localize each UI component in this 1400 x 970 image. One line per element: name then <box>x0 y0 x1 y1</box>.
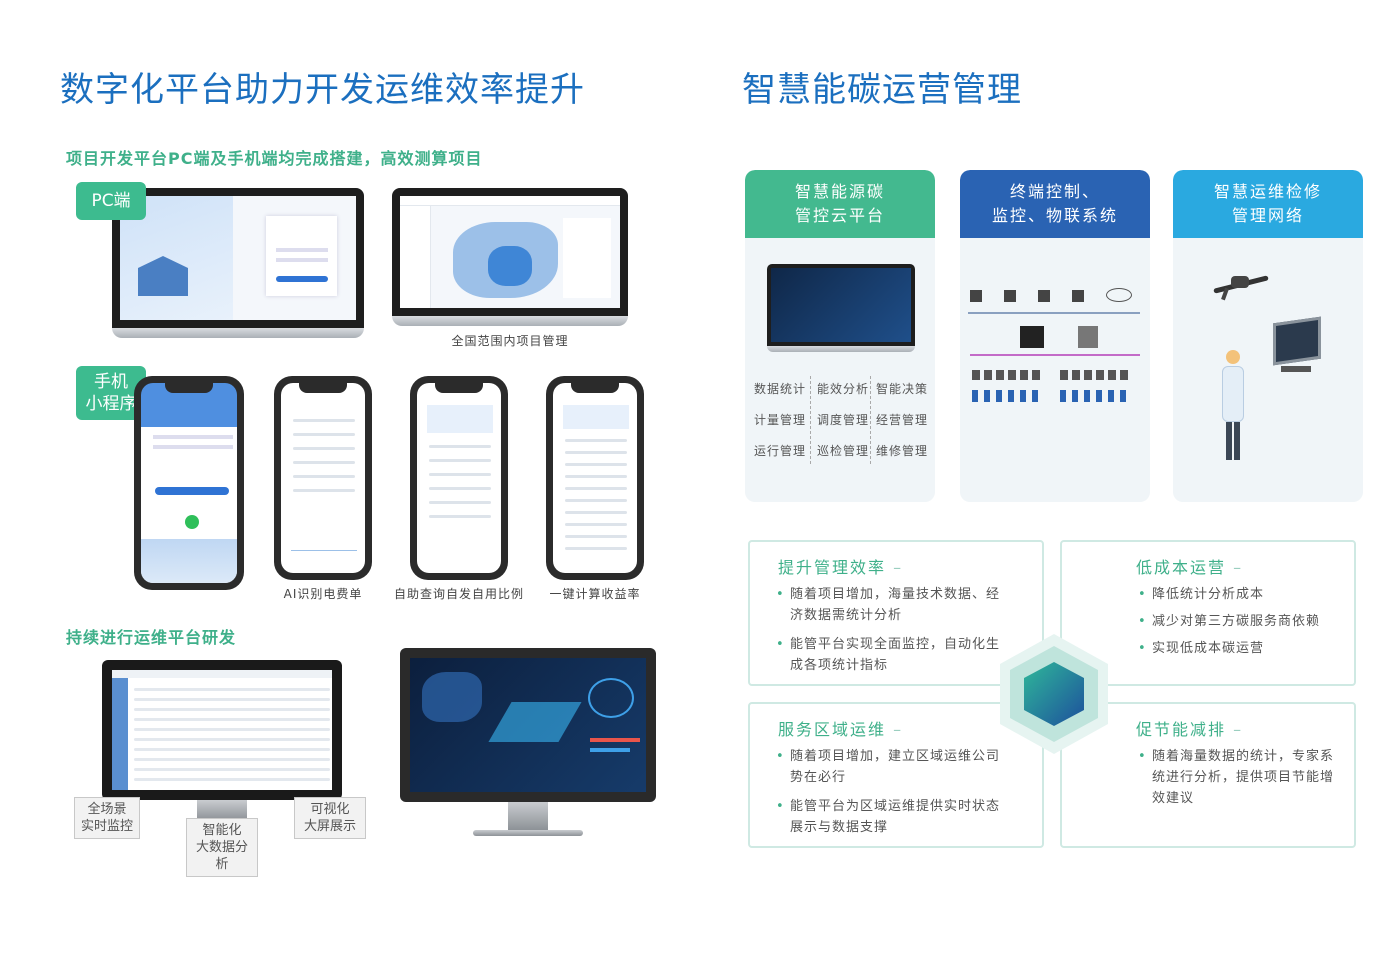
func-1-3: 智能决策 <box>876 382 929 396</box>
monitor-table <box>102 660 342 820</box>
card-2-header: 终端控制、 监控、物联系统 <box>960 170 1150 238</box>
monitor-tag-2: 智能化 大数据分析 <box>186 818 258 877</box>
benefit-1-item-1: 随着项目增加，海量技术数据、经济数据需统计分析 <box>774 584 1012 626</box>
phone-caption-1: AI识别电费单 <box>283 587 363 601</box>
center-hexagon-icon <box>996 632 1112 756</box>
func-1-1: 数据统计 <box>754 382 807 396</box>
card-2-title-line1: 终端控制、 <box>1009 182 1100 201</box>
mobile-tag-line2: 小程序 <box>85 394 137 414</box>
card-3-title-line2: 管理网络 <box>1231 206 1304 225</box>
phone-caption-2: 自助查询自发自用比例 <box>393 587 524 601</box>
benefit-2-item-2: 减少对第三方碳服务商依赖 <box>1136 611 1346 632</box>
card-1-header: 智慧能源碳 管控云平台 <box>745 170 935 238</box>
func-3-2: 巡检管理 <box>817 444 870 458</box>
benefit-3-item-2: 能管平台为区域运维提供实时状态展示与数据支撑 <box>774 796 1012 838</box>
pc-caption: 全国范围内项目管理 <box>451 334 569 348</box>
card-3-header: 智慧运维检修 管理网络 <box>1173 170 1363 238</box>
benefit-regional-ops: 服务区域运维 – 随着项目增加，建立区域运维公司势在必行 能管平台为区域运维提供… <box>748 702 1044 848</box>
workstation-monitor-icon <box>1273 316 1329 374</box>
func-2-2: 调度管理 <box>817 413 870 427</box>
benefit-energy-saving: 促节能减排 – 随着海量数据的统计，专家系统进行分析，提供项目节能增效建议 <box>1060 702 1356 848</box>
monitor-tag-3: 可视化 大屏展示 <box>294 797 366 839</box>
monitor-dashboard <box>400 648 656 836</box>
section-dev-platform-title: 项目开发平台PC端及手机端均完成搭建，高效测算项目 <box>66 149 483 168</box>
benefit-2-title: 低成本运营 – <box>1136 558 1244 577</box>
phone-self-query <box>410 376 508 580</box>
cloud-laptop <box>767 264 915 352</box>
benefit-4-item-1: 随着海量数据的统计，专家系统进行分析，提供项目节能增效建议 <box>1136 746 1336 809</box>
section-ops-platform-title: 持续进行运维平台研发 <box>66 628 237 647</box>
monitor-tag-2-line2: 大数据分析 <box>195 840 248 872</box>
phone-caption-3: 一键计算收益率 <box>549 587 641 601</box>
iot-topology-diagram <box>960 270 1150 430</box>
laptop-login <box>112 188 364 338</box>
func-2-3: 经营管理 <box>876 413 929 427</box>
monitor-tag-1: 全场景 实时监控 <box>74 797 140 839</box>
worker-icon <box>1217 350 1247 462</box>
card-3-title-line1: 智慧运维检修 <box>1213 182 1322 201</box>
card-1-title-line1: 智慧能源碳 <box>794 182 885 201</box>
card-1-title-line2: 管控云平台 <box>794 206 885 225</box>
pc-tag: PC端 <box>76 182 146 220</box>
card-2-title-line2: 监控、物联系统 <box>991 206 1118 225</box>
benefit-2-item-3: 实现低成本碳运营 <box>1136 638 1346 659</box>
mobile-tag-line1: 手机 <box>94 372 128 392</box>
func-3-3: 维修管理 <box>876 444 929 458</box>
monitor-tag-3-line1: 可视化 <box>310 802 350 817</box>
card-terminal-control: 终端控制、 监控、物联系统 <box>960 170 1150 502</box>
phone-login <box>134 376 244 590</box>
monitor-tag-1-line1: 全场景 <box>87 802 127 817</box>
monitor-tag-1-line2: 实时监控 <box>81 819 134 834</box>
benefit-efficiency: 提升管理效率 – 随着项目增加，海量技术数据、经济数据需统计分析 能管平台实现全… <box>748 540 1044 686</box>
monitor-tag-3-line2: 大屏展示 <box>303 819 356 834</box>
benefit-4-title: 促节能减排 – <box>1136 720 1244 739</box>
benefit-1-title: 提升管理效率 – <box>778 558 904 577</box>
func-3-1: 运行管理 <box>754 444 807 458</box>
drone-icon <box>1213 270 1269 301</box>
benefit-2-item-1: 降低统计分析成本 <box>1136 584 1346 605</box>
benefit-1-item-2: 能管平台实现全面监控，自动化生成各项统计指标 <box>774 634 1012 676</box>
func-2-1: 计量管理 <box>754 413 807 427</box>
card-energy-cloud: 智慧能源碳 管控云平台 数据统计 能效分析 智能决策 计量管理 调度管理 经营管… <box>745 170 935 502</box>
card-smart-maintenance: 智慧运维检修 管理网络 <box>1173 170 1363 502</box>
phone-yield-calc <box>546 376 644 580</box>
phone-ai-bill <box>274 376 372 580</box>
laptop-map <box>392 188 628 326</box>
left-main-title: 数字化平台助力开发运维效率提升 <box>60 70 585 110</box>
benefit-3-item-1: 随着项目增加，建立区域运维公司势在必行 <box>774 746 1012 788</box>
benefit-3-title: 服务区域运维 – <box>778 720 904 739</box>
right-main-title: 智慧能碳运营管理 <box>742 70 1022 110</box>
monitor-tag-2-line1: 智能化 <box>202 823 242 838</box>
benefit-low-cost: 低成本运营 – 降低统计分析成本 减少对第三方碳服务商依赖 实现低成本碳运营 <box>1060 540 1356 686</box>
func-1-2: 能效分析 <box>817 382 870 396</box>
